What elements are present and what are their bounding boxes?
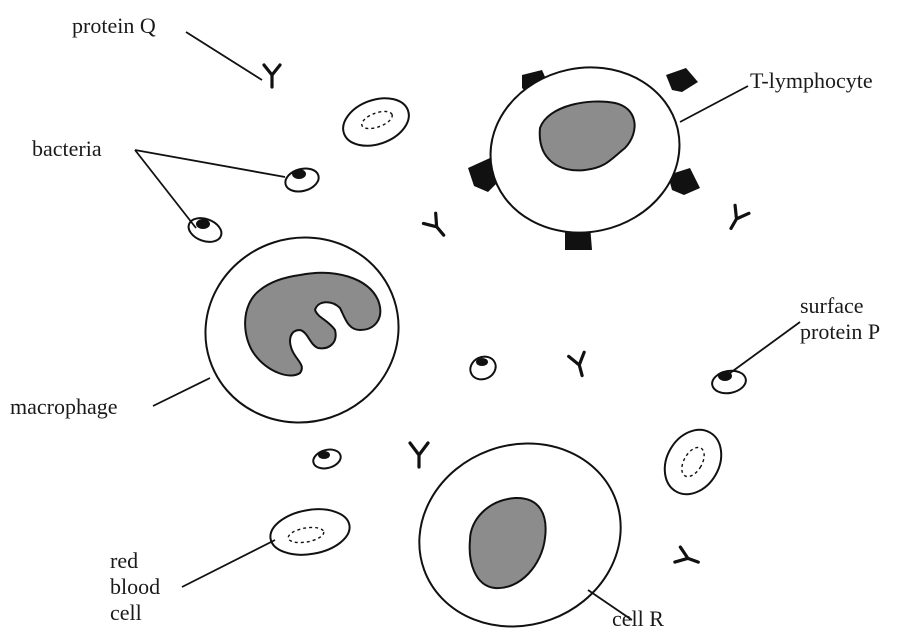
rbc-right-membrane	[663, 428, 723, 496]
bacterium-2-surface-protein	[196, 219, 210, 229]
rbc-bottom-membrane	[269, 508, 351, 556]
label-red-blood-cell-line1: red	[110, 548, 139, 573]
leader-protein-q	[185, 31, 263, 81]
label-surface-protein-p-line2: protein P	[800, 319, 881, 344]
receptor-right	[668, 168, 700, 195]
label-macrophage: macrophage	[10, 394, 118, 419]
bacterium-3	[469, 355, 497, 381]
cell-r-nucleus	[468, 496, 547, 590]
bacterium-5	[312, 448, 342, 470]
label-t-lymphocyte: T-lymphocyte	[750, 68, 873, 93]
red-blood-cell-top	[342, 97, 410, 147]
leader-bacteria-1	[134, 149, 286, 178]
protein-q-5	[408, 441, 430, 469]
label-protein-q: protein Q	[72, 13, 156, 38]
rbc-top-membrane	[342, 97, 410, 147]
leader-red-blood-cell	[181, 539, 276, 588]
label-surface-protein-p: surface protein P	[800, 293, 880, 345]
macrophage	[204, 236, 400, 424]
t-lymphocyte	[468, 66, 700, 250]
bacterium-5-body	[312, 448, 342, 470]
leader-bacteria-2	[134, 149, 197, 229]
leader-t-lymphocyte	[679, 85, 749, 123]
cell-r	[418, 442, 622, 628]
label-surface-protein-p-line1: surface	[800, 293, 864, 318]
bacterium-2-body	[187, 217, 223, 243]
bacterium-1-surface-protein	[292, 169, 306, 179]
protein-q-4	[567, 350, 586, 378]
red-blood-cell-right	[663, 428, 723, 496]
leader-lines	[134, 31, 801, 621]
label-red-blood-cell: red blood cell	[110, 548, 160, 626]
bacterium-3-surface-protein	[476, 358, 488, 366]
bacterium-5-surface-protein	[318, 451, 330, 459]
red-blood-cell-bottom	[269, 508, 351, 556]
label-red-blood-cell-line3: cell	[110, 600, 142, 625]
label-cell-r: cell R	[612, 606, 664, 631]
macrophage-nucleus	[244, 271, 382, 377]
label-bacteria: bacteria	[32, 136, 102, 161]
leader-cell-r	[587, 589, 633, 621]
rbc-top-center	[361, 110, 393, 130]
leader-macrophage	[152, 377, 211, 407]
bacterium-4	[711, 369, 747, 395]
label-red-blood-cell-line2: blood	[110, 574, 161, 599]
bacterium-3-body	[469, 355, 497, 381]
leader-surface-protein-p	[725, 321, 801, 377]
protein-q-2	[421, 211, 446, 237]
rbc-right-center	[681, 446, 705, 478]
bacterium-1	[284, 167, 320, 193]
rbc-bottom-center	[287, 526, 325, 544]
bacterium-1-body	[284, 167, 320, 193]
bacterium-2	[187, 217, 223, 243]
protein-q-6	[673, 545, 700, 564]
protein-q-1	[262, 63, 282, 89]
receptor-top-right	[666, 68, 698, 92]
protein-q-3	[729, 203, 751, 230]
t-lymphocyte-nucleus	[538, 100, 636, 172]
